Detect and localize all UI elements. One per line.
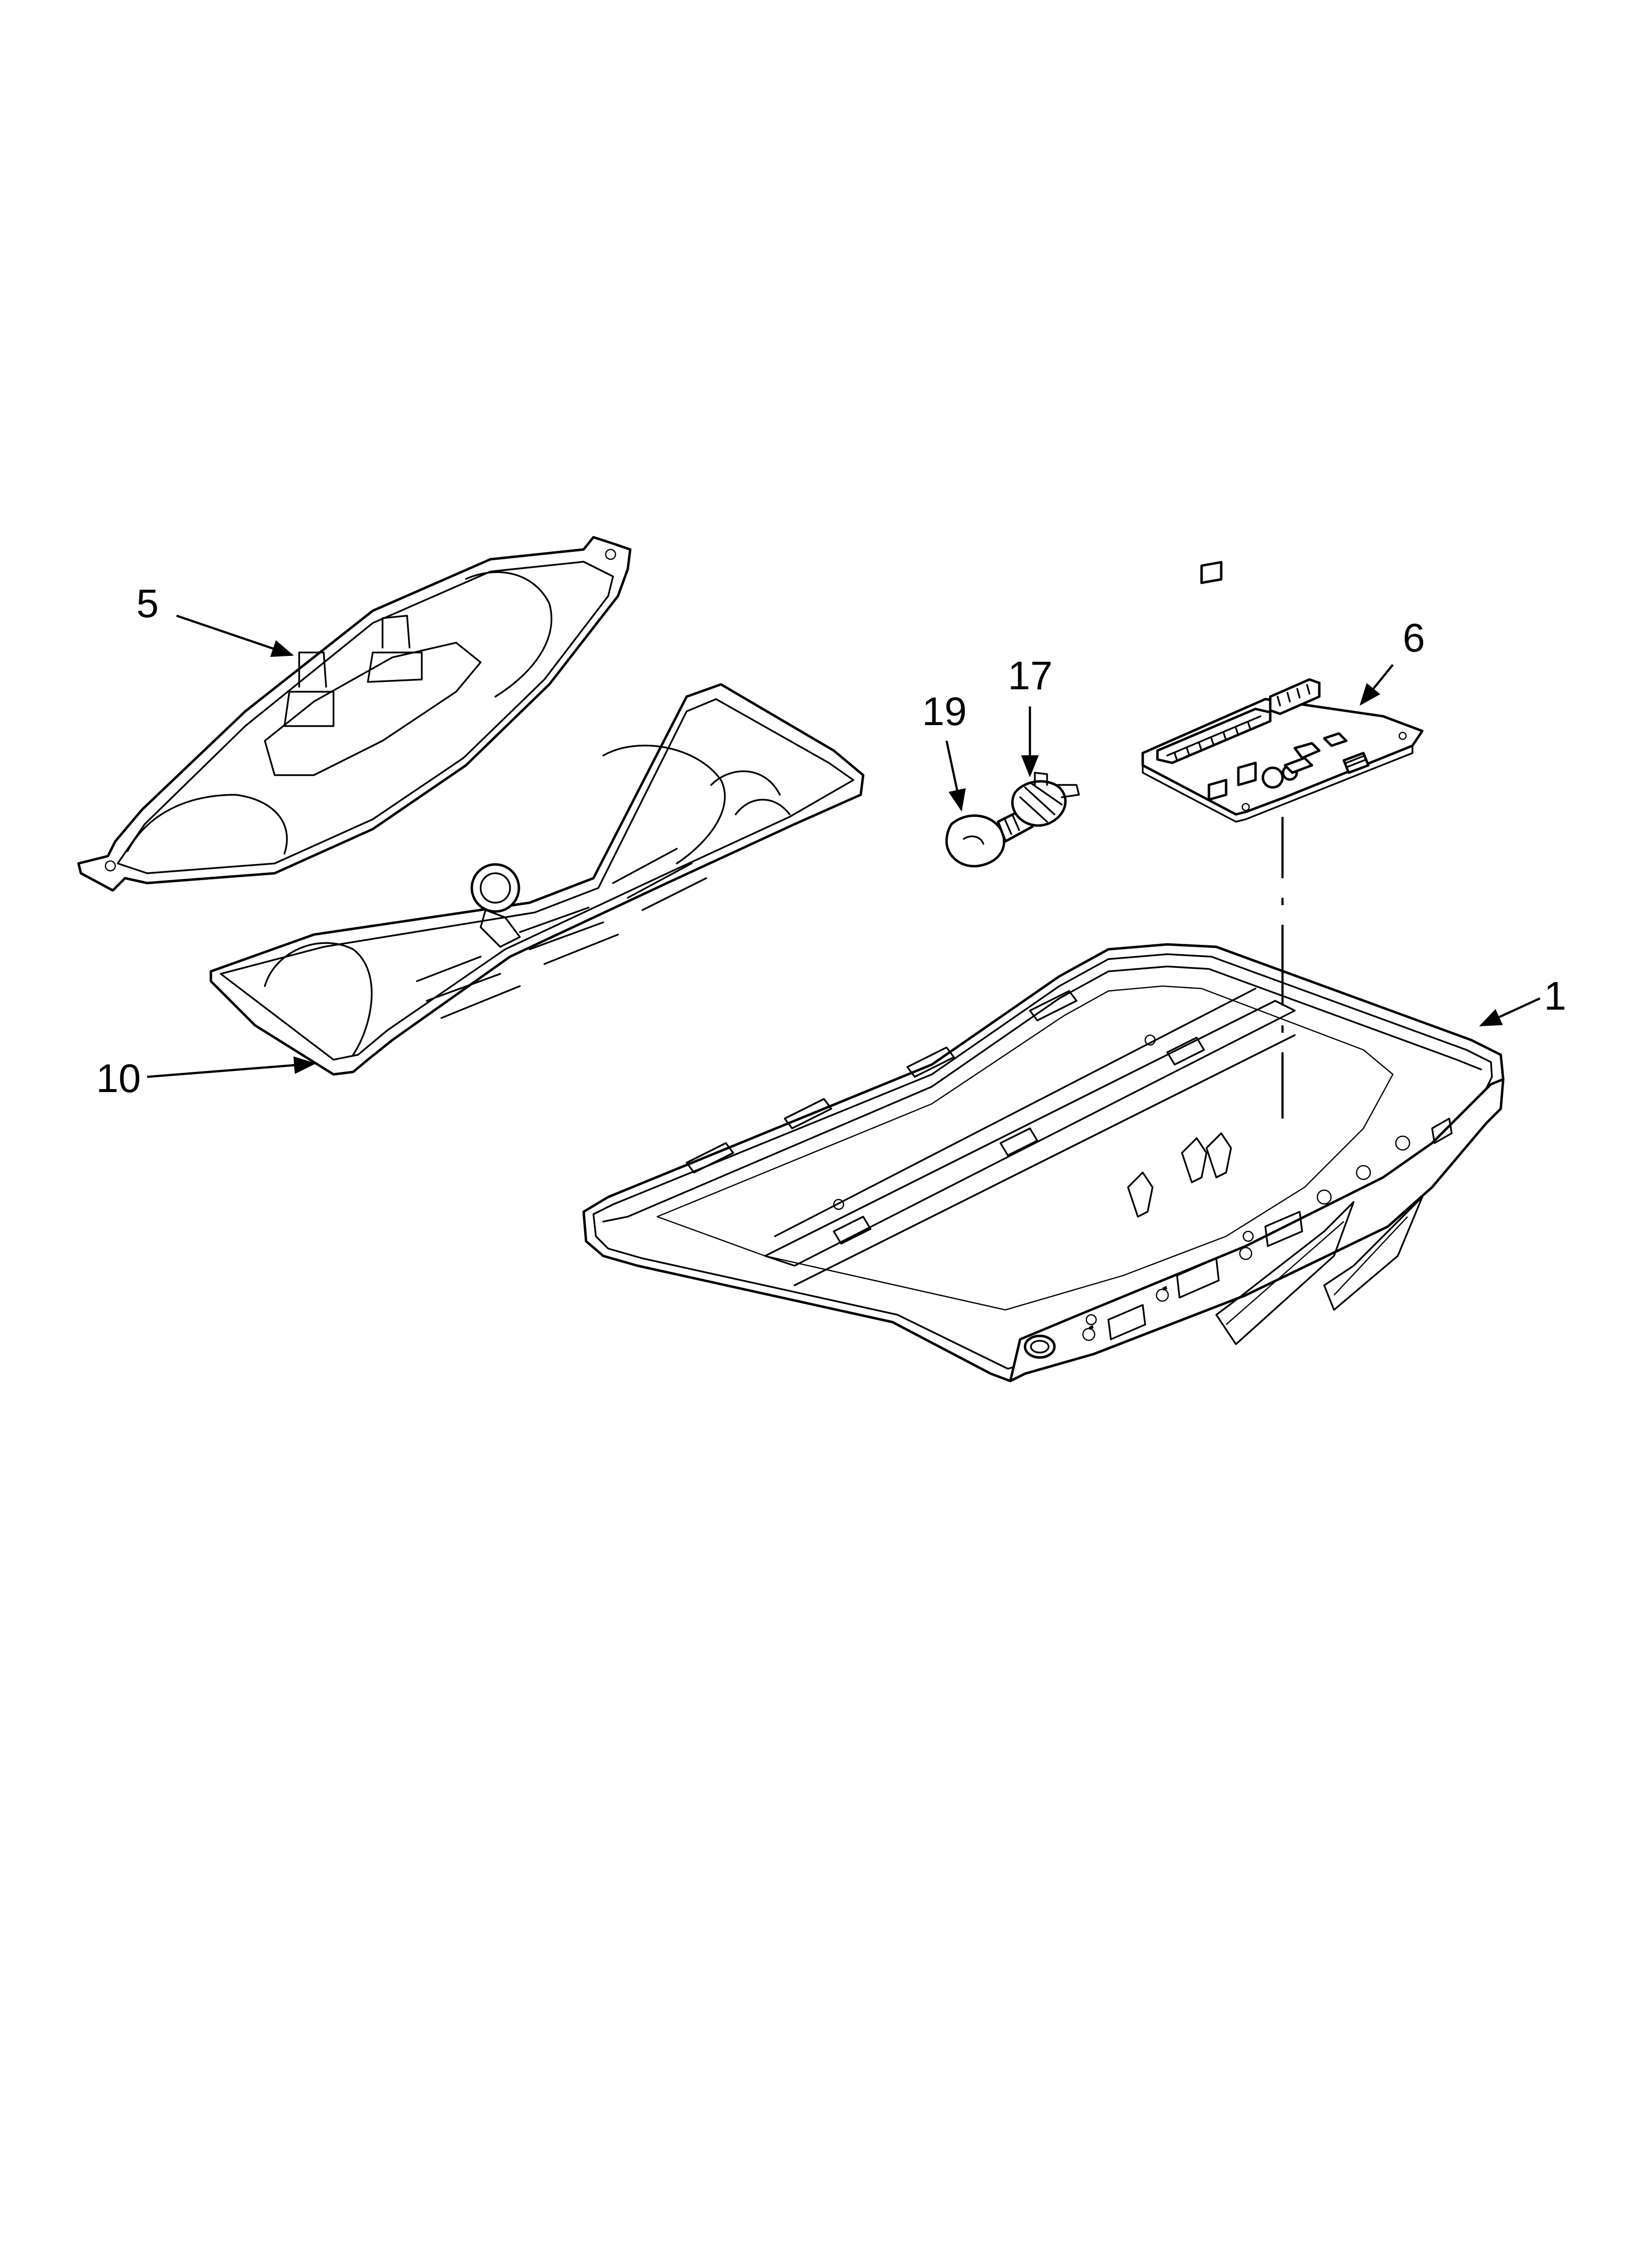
callout-5: 5 bbox=[136, 581, 159, 626]
light-bulb-part[interactable] bbox=[945, 808, 1034, 868]
leader-arrow-19 bbox=[945, 740, 966, 812]
lamp-socket-part[interactable] bbox=[1011, 772, 1080, 827]
callout-1: 1 bbox=[1544, 974, 1566, 1018]
control-board-part[interactable] bbox=[1141, 561, 1424, 823]
leader-arrow-1 bbox=[1479, 997, 1540, 1027]
leader-arrow-10 bbox=[147, 1056, 316, 1078]
callout-17: 17 bbox=[1008, 653, 1052, 698]
control-panel-housing-part[interactable] bbox=[582, 943, 1505, 1382]
callout-10: 10 bbox=[96, 1056, 141, 1101]
leader-arrow-5 bbox=[176, 614, 294, 657]
handle-base-plate-part[interactable] bbox=[209, 683, 865, 1076]
callout-6: 6 bbox=[1403, 616, 1425, 660]
handle-housing-part[interactable] bbox=[77, 536, 632, 892]
callout-19: 19 bbox=[922, 689, 967, 734]
leader-arrow-6 bbox=[1360, 664, 1394, 706]
